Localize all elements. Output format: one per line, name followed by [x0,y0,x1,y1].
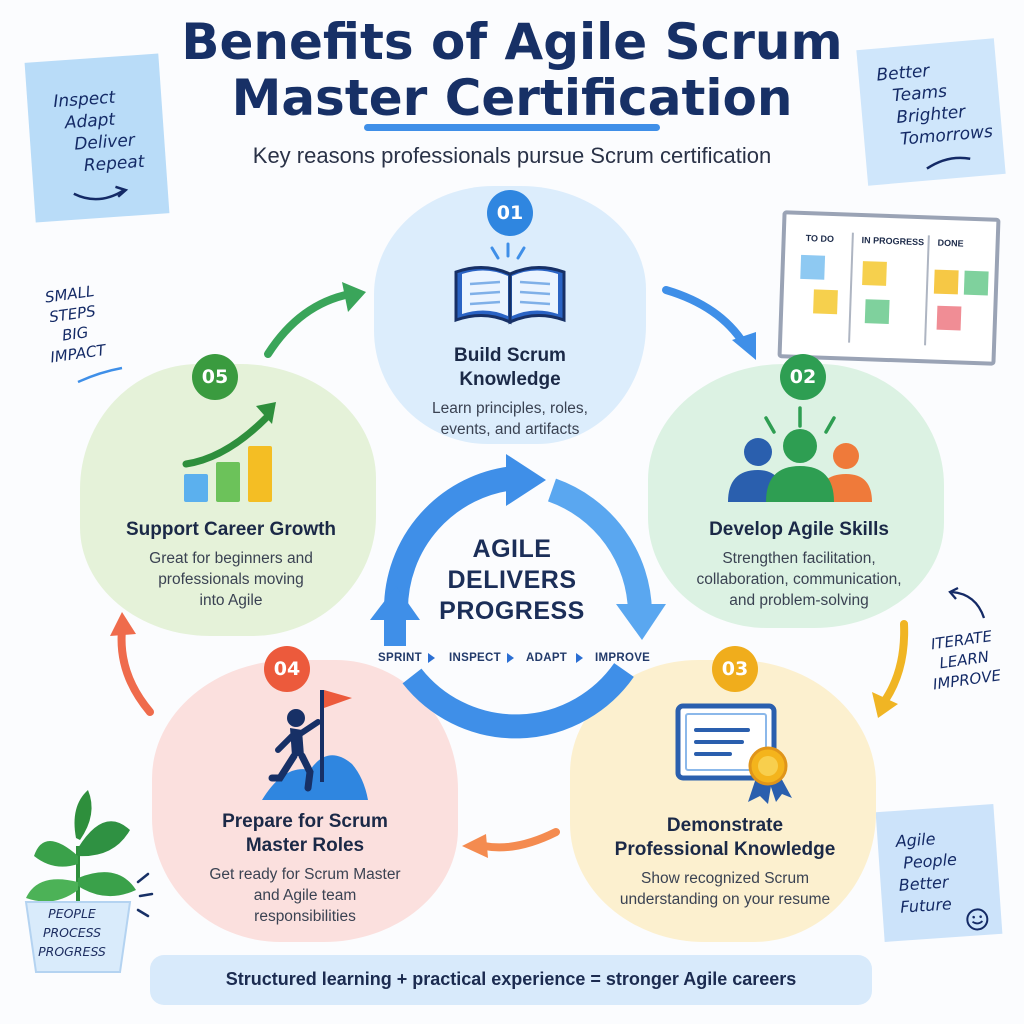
arrowhead-icon [616,604,666,640]
center-cycle-arc [383,466,516,611]
card-desc-line: understanding on your resume [619,891,831,908]
badge-04: 04 [264,646,310,692]
badge-05: 05 [192,354,238,400]
team-people-icon [728,406,872,502]
center-cycle-arc [402,662,634,739]
card-desc-line: responsibilities [254,908,356,925]
center-line: DELIVERS [447,566,577,594]
card-title-line: Demonstrate [666,815,784,836]
card-05-title: Support Career Growth [125,519,337,540]
card-desc-line: and problem-solving [729,592,869,609]
pot-line: PEOPLE [48,906,96,921]
card-02-title: Develop Agile Skills [709,519,889,540]
arrowhead-icon [342,282,366,312]
footer-text: Structured learning + practical experien… [225,969,797,989]
card-desc-line: into Agile [199,592,263,609]
card-desc-line: and Agile team [253,887,357,904]
climber-flag-icon [262,690,368,800]
card-title-line: Build Scrum [454,345,566,366]
cycle-step-sprint: SPRINT [378,652,422,664]
growth-chart-icon [182,402,276,502]
triangle-right-icon [428,653,435,663]
card-prepare-bg [152,660,458,942]
card-desc-line: collaboration, communication, [696,571,902,588]
card-desc-line: Strengthen facilitation, [722,550,876,567]
card-04-description: Get ready for Scrum Master and Agile tea… [170,864,440,927]
badge-01: 01 [487,190,533,236]
arrow-05-to-01 [264,290,354,358]
badge-02: 02 [780,354,826,400]
arrowhead-icon [506,454,546,506]
arrowhead-icon [872,692,898,718]
card-title-line: Master Roles [245,835,365,856]
arrow-03-to-04 [480,828,560,852]
underline-scribble-icon [77,366,123,384]
sticky-note-inspect: Inspect Adapt Deliver Repeat [24,53,170,223]
card-01-description: Learn principles, roles, events, and art… [394,398,626,440]
card-desc-line: Get ready for Scrum Master [209,866,401,883]
arrow-01-to-02 [662,286,748,348]
pot-line: PROGRESS [38,944,106,959]
open-book-icon [454,242,566,325]
card-03-title: Demonstrate Professional Knowledge [580,814,870,862]
card-desc-line: events, and artifacts [440,421,580,438]
sticky-note-better-teams: Better Teams Brighter Tomorrows [856,38,1006,186]
badge-03: 03 [712,646,758,692]
center-line: AGILE [472,535,552,563]
underline-scribble-icon [926,156,971,170]
title-underline [364,124,660,131]
center-line: PROGRESS [439,597,585,625]
curved-arrow-icon [73,185,129,201]
pot-line: PROCESS [42,925,102,940]
pot-label: PEOPLE PROCESS PROGRESS [26,904,118,961]
card-desc-line: Great for beginners and [149,550,313,567]
potted-plant-icon [24,790,154,973]
center-statement: AGILE DELIVERS PROGRESS [432,534,592,627]
triangle-right-icon [576,653,583,663]
sticky-note-agile-people: Agile People Better Future [875,804,1003,942]
card-title-line: Professional Knowledge [614,839,836,860]
card-desc-line: Show recognized Scrum [641,870,809,887]
card-title-line: Prepare for Scrum [222,811,388,832]
card-desc-line: Learn principles, roles, [432,400,588,417]
card-title-line: Knowledge [459,369,561,390]
card-01-title: Build Scrum Knowledge [394,344,626,392]
arrowhead-icon [462,834,488,858]
title-line-1: Benefits of Agile Scrum [181,13,843,71]
arrow-shaft [384,620,406,646]
curved-arrow-icon [948,586,986,619]
certificate-icon [675,703,792,804]
footer-banner [150,955,872,1005]
card-02-description: Strengthen facilitation, collaboration, … [664,548,934,611]
center-cycle-arc [547,478,652,613]
subtitle: Key reasons professionals pursue Scrum c… [252,143,772,168]
arrow-02-to-03 [880,620,909,706]
card-04-title: Prepare for Scrum Master Roles [170,810,440,858]
cycle-step-improve: IMPROVE [595,652,651,664]
card-03-description: Show recognized Scrum understanding on y… [580,868,870,910]
arrowhead-icon [110,612,136,636]
card-desc-line: professionals moving [158,571,304,588]
title-line-2: Master Certification [231,69,793,127]
smiley-face-icon [966,908,989,931]
arrow-04-to-05 [117,626,154,716]
card-05-description: Great for beginners and professionals mo… [96,548,366,611]
triangle-right-icon [507,653,514,663]
cycle-step-adapt: ADAPT [526,652,568,664]
arrowhead-icon [370,586,420,620]
cycle-step-inspect: INSPECT [449,652,501,664]
arrowhead-icon [732,332,756,360]
page-title: Benefits of Agile Scrum Master Certifica… [0,14,1024,126]
